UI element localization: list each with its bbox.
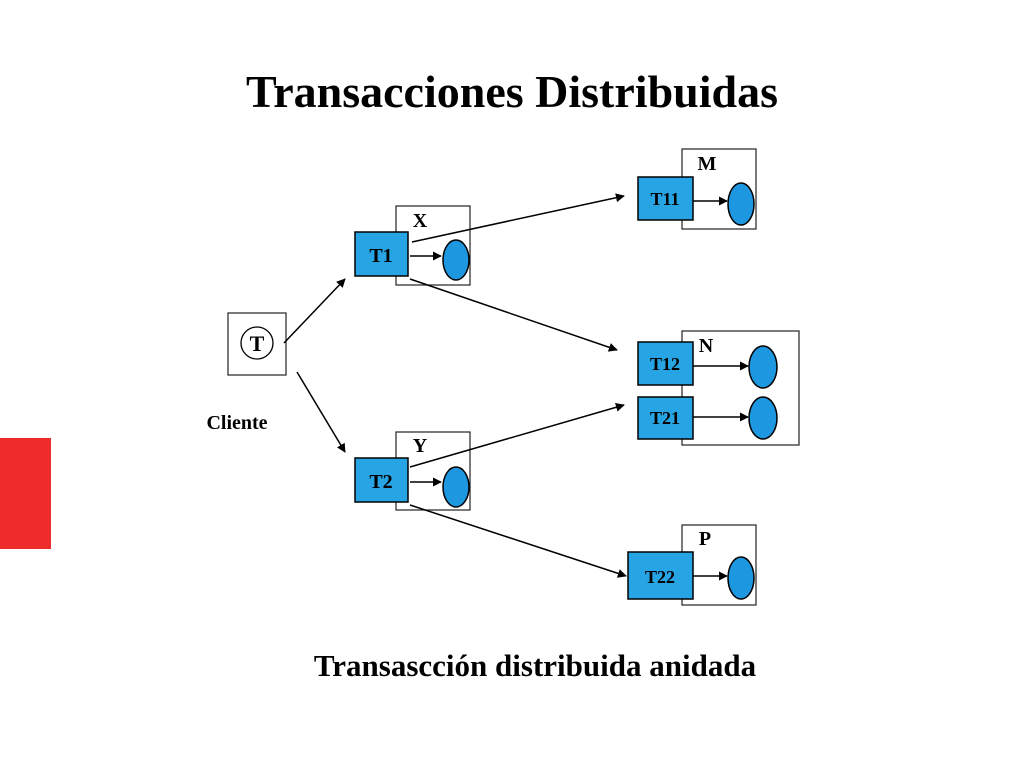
edge-t2-to-t22	[409, 504, 627, 578]
transaction-t12-label: T12	[650, 354, 680, 374]
site-m-label: M	[698, 153, 717, 175]
transaction-t11-label: T11	[650, 189, 679, 209]
site-y-label: Y	[413, 435, 428, 457]
accent-bar	[0, 438, 51, 549]
transaction-t22-box	[627, 551, 694, 600]
site-x-resource	[442, 239, 470, 281]
site-p-label: P	[699, 528, 711, 550]
site-x-label: X	[413, 210, 428, 232]
site-n-box	[681, 330, 800, 446]
site-n: N T12 T21	[637, 330, 800, 446]
edge-t-to-t1	[283, 278, 346, 344]
transaction-t22-label: T22	[645, 567, 675, 587]
transaction-t2-label: T2	[369, 471, 392, 493]
site-p: P T22	[627, 524, 757, 606]
edge-t1-to-t11	[411, 193, 625, 243]
diagram-caption: Transascción distribuida anidada	[313, 648, 757, 683]
transaction-t1-label: T1	[369, 245, 392, 267]
site-n-resource-1	[748, 345, 778, 389]
site-y-resource	[442, 466, 470, 508]
edge-t-to-t2	[296, 371, 346, 453]
site-p-resource	[727, 556, 755, 600]
site-y: Y T2	[354, 431, 471, 511]
slide-title: Transacciones Distribuidas	[245, 66, 779, 117]
transaction-t21-label: T21	[650, 408, 680, 428]
site-m-resource	[727, 182, 755, 226]
site-m: M T11	[637, 148, 757, 230]
edge-t1-to-t12	[409, 278, 618, 352]
site-x: X T1	[354, 205, 471, 286]
edge-t2-to-t21	[409, 402, 625, 468]
transaction-t1-box	[354, 231, 409, 277]
client-transaction-label: T	[250, 331, 265, 356]
transaction-t21-box	[637, 396, 694, 440]
site-n-label: N	[699, 335, 714, 357]
transaction-t12-box	[637, 341, 694, 386]
client-transaction-circle	[240, 326, 274, 360]
site-n-resource-2	[748, 396, 778, 440]
client-node: T Cliente	[206, 312, 287, 434]
client-label: Cliente	[206, 412, 267, 434]
transaction-t11-box	[637, 176, 694, 221]
client-box	[227, 312, 287, 376]
transaction-t2-box	[354, 457, 409, 503]
